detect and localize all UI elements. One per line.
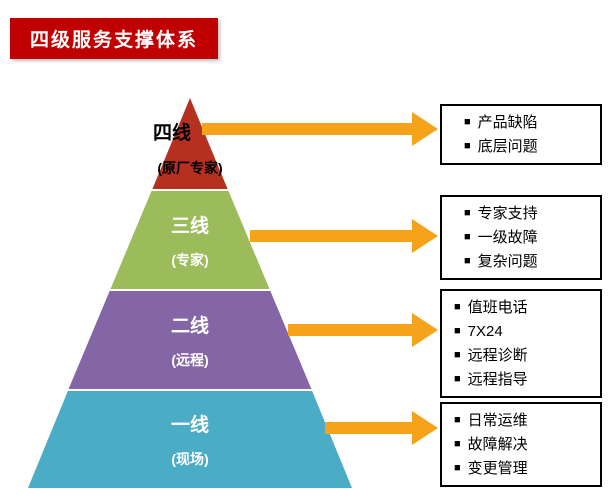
bullet-item: ■ 专家支持 <box>464 202 594 225</box>
bullet-text: 复杂问题 <box>477 253 538 270</box>
bullet-square-icon: ■ <box>454 325 461 337</box>
bullet-text: 值班电话 <box>467 299 528 316</box>
bullet-text: 远程诊断 <box>467 347 528 364</box>
bullet-item: ■ 7X24 <box>454 320 594 343</box>
bullet-item: ■ 底层问题 <box>464 135 594 158</box>
bullet-text: 故障解决 <box>467 436 528 453</box>
bullet-text: 远程指导 <box>467 371 528 388</box>
level-3-sublabel: (专家) <box>171 251 209 268</box>
bullet-text: 专家支持 <box>477 205 538 222</box>
level-1-label: 一线 <box>170 415 209 436</box>
bullet-square-icon: ■ <box>464 231 471 243</box>
bullet-item: ■ 远程诊断 <box>454 344 594 367</box>
bullet-item: ■ 复杂问题 <box>464 250 594 273</box>
pyramid: 四线 (原厂专家) 三线 (专家) 二线 (远程) 一线 (现场) <box>28 98 352 488</box>
pyramid-level-1-shape: 一线 (现场) <box>28 391 352 488</box>
bullet-square-icon: ■ <box>454 462 461 474</box>
page-title: 四级服务支撑体系 <box>30 30 199 51</box>
note-box-level3: ■ 专家支持 ■ 一级故障 ■ 复杂问题 <box>440 195 602 280</box>
bullet-item: ■ 值班电话 <box>454 296 594 319</box>
bullet-item: ■ 故障解决 <box>454 433 594 456</box>
bullet-square-icon: ■ <box>454 373 461 385</box>
level-1-sublabel: (现场) <box>171 451 209 467</box>
bullet-square-icon: ■ <box>464 255 471 267</box>
bullet-text: 产品缺陷 <box>477 114 538 131</box>
level-4-label: 四线 <box>152 123 191 144</box>
bullet-square-icon: ■ <box>464 207 471 219</box>
bullet-item: ■ 远程指导 <box>454 368 594 391</box>
bullet-square-icon: ■ <box>454 438 461 450</box>
level-2-label: 二线 <box>170 315 209 337</box>
bullet-text: 变更管理 <box>467 460 528 477</box>
bullet-text: 底层问题 <box>477 138 538 155</box>
bullet-square-icon: ■ <box>464 116 471 128</box>
level-2-sublabel: (远程) <box>171 351 209 368</box>
bullet-item: ■ 产品缺陷 <box>464 111 594 134</box>
bullet-text: 日常运维 <box>467 412 528 429</box>
level-3-label: 三线 <box>170 215 209 237</box>
bullet-square-icon: ■ <box>464 140 471 152</box>
bullet-item: ■ 一级故障 <box>464 226 594 249</box>
bullet-square-icon: ■ <box>454 301 461 313</box>
pyramid-level-2-shape: 二线 (远程) <box>68 291 312 389</box>
bullet-item: ■ 变更管理 <box>454 457 594 480</box>
title-banner: 四级服务支撑体系 <box>10 18 219 59</box>
bullet-square-icon: ■ <box>454 414 461 426</box>
note-box-level2: ■ 值班电话 ■ 7X24 ■ 远程诊断 ■ 远程指导 <box>440 289 602 398</box>
note-box-level4: ■ 产品缺陷 ■ 底层问题 <box>440 104 602 165</box>
bullet-text: 一级故障 <box>477 229 538 246</box>
bullet-text: 7X24 <box>467 323 503 340</box>
bullet-item: ■ 日常运维 <box>454 409 594 432</box>
bullet-square-icon: ■ <box>454 349 461 361</box>
level-4-sublabel: (原厂专家) <box>157 160 223 176</box>
note-box-level1: ■ 日常运维 ■ 故障解决 ■ 变更管理 <box>440 402 602 487</box>
